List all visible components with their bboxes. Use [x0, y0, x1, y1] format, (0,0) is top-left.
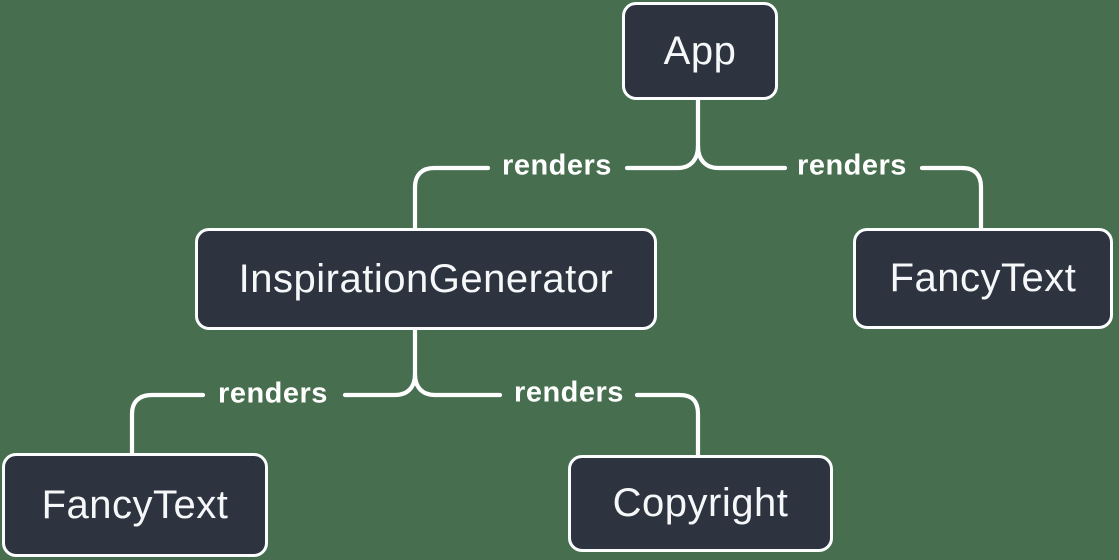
node-inspiration-generator: InspirationGenerator: [195, 228, 657, 330]
edge-label-renders-app-fancytext: renders: [797, 149, 907, 182]
edge-into-fancytext-left: [129, 392, 206, 456]
node-app: App: [622, 2, 778, 100]
node-copyright: Copyright: [568, 455, 833, 552]
edge-inspiration-to-copyright-flare: [412, 371, 503, 398]
node-inspiration-generator-label: InspirationGenerator: [238, 256, 614, 301]
edge-label-renders-app-inspiration: renders: [502, 149, 612, 182]
edge-inspiration-to-fancytext-flare: [342, 327, 418, 398]
node-fancy-text-right-label: FancyText: [889, 256, 1077, 300]
node-fancy-text-left-label: FancyText: [41, 482, 229, 527]
node-app-label: App: [663, 28, 737, 73]
node-fancy-text-right: FancyText: [853, 228, 1113, 329]
node-copyright-label: Copyright: [612, 481, 789, 525]
edge-label-renders-inspiration-copyright: renders: [514, 376, 624, 409]
edge-app-to-fancytext-flare: [695, 143, 788, 171]
node-fancy-text-left: FancyText: [2, 453, 268, 557]
edge-into-copyright: [634, 392, 701, 458]
edge-app-to-inspiration-flare: [624, 97, 701, 171]
edge-into-fancytext-right: [919, 165, 984, 231]
edge-into-inspiration: [412, 165, 491, 231]
edge-label-renders-inspiration-fancytext: renders: [218, 377, 328, 410]
